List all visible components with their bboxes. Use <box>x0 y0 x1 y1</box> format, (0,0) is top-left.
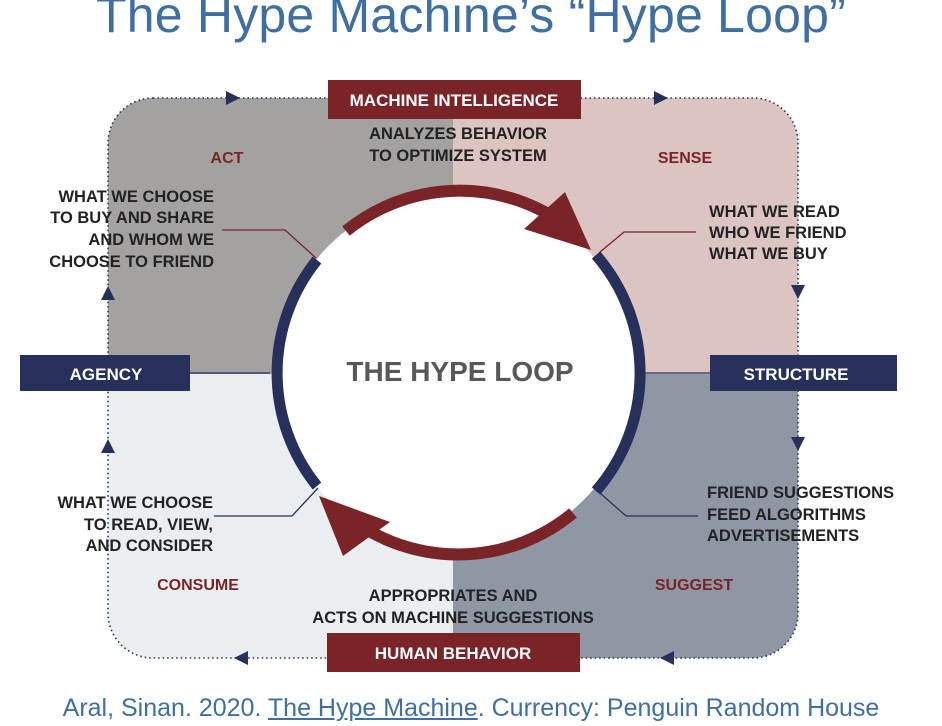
consume-title: CONSUME <box>157 577 239 594</box>
machine-description-line: TO OPTIMIZE SYSTEM <box>369 147 547 165</box>
right-loop-arc <box>591 251 646 495</box>
arrow-down-icon <box>791 285 805 299</box>
consume-description-line: AND CONSIDER <box>86 537 214 555</box>
act-description-line: AND WHOM WE <box>88 231 214 249</box>
sense-description-line: WHAT WE BUY <box>709 245 828 263</box>
sense-description-line: WHAT WE READ <box>709 203 840 221</box>
top-loop-arc <box>342 184 565 236</box>
human-description-line: ACTS ON MACHINE SUGGESTIONS <box>312 609 593 627</box>
sense-description-line: WHO WE FRIEND <box>709 224 847 242</box>
page-title: The Hype Machine’s “Hype Loop” <box>96 0 846 43</box>
act-description-line: WHAT WE CHOOSE <box>58 188 214 206</box>
act-title: ACT <box>211 150 244 167</box>
bottom-loop-arc <box>351 508 577 561</box>
arrow-right-icon <box>654 91 668 105</box>
act-description-line: TO BUY AND SHARE <box>50 209 214 227</box>
suggest-description-line: ADVERTISEMENTS <box>707 527 859 545</box>
human-behavior-box <box>327 633 580 672</box>
consume-leader-line <box>214 487 319 517</box>
structure-box <box>710 355 897 391</box>
arrow-up-icon <box>101 286 115 300</box>
citation-publisher: . Currency: Penguin Random House <box>477 694 880 722</box>
citation-text: Aral, Sinan. 2020. <box>62 694 268 722</box>
agency-box <box>20 355 190 391</box>
human-behavior-label: HUMAN BEHAVIOR <box>375 644 531 663</box>
arrow-down-icon <box>791 437 805 451</box>
suggest-leader-line <box>599 492 698 517</box>
arrow-left-icon <box>234 651 248 665</box>
consume-description-line: TO READ, VIEW, <box>84 516 213 534</box>
citation-book-link[interactable]: The Hype Machine <box>267 694 478 722</box>
consume-description-line: WHAT WE CHOOSE <box>57 494 213 512</box>
arrow-up-icon <box>101 439 115 453</box>
agency-label: AGENCY <box>70 365 143 384</box>
machine-intelligence-label: MACHINE INTELLIGENCE <box>350 91 559 110</box>
structure-label: STRUCTURE <box>744 365 849 384</box>
bottom-arc-arrowhead <box>319 496 390 556</box>
machine-description-line: ANALYZES BEHAVIOR <box>369 125 547 143</box>
act-leader-line <box>222 229 317 259</box>
suggest-title: SUGGEST <box>655 577 733 594</box>
citation: Aral, Sinan. 2020. The Hype Machine. Cur… <box>0 694 942 723</box>
hype-loop-circle <box>276 193 636 553</box>
top-arc-arrowhead <box>524 192 591 250</box>
human-description-line: APPROPRIATES AND <box>369 587 538 605</box>
machine-intelligence-box <box>328 80 581 119</box>
suggest-description-line: FRIEND SUGGESTIONS <box>707 484 894 502</box>
suggest-description-line: FEED ALGORITHMS <box>707 506 866 524</box>
arrow-left-icon <box>660 651 674 665</box>
arrow-right-icon <box>226 91 240 105</box>
sense-leader-line <box>599 231 696 253</box>
act-description-line: CHOOSE TO FRIEND <box>49 253 214 271</box>
sense-title: SENSE <box>658 150 713 167</box>
left-loop-arc <box>271 256 322 490</box>
center-label: THE HYPE LOOP <box>346 356 573 387</box>
